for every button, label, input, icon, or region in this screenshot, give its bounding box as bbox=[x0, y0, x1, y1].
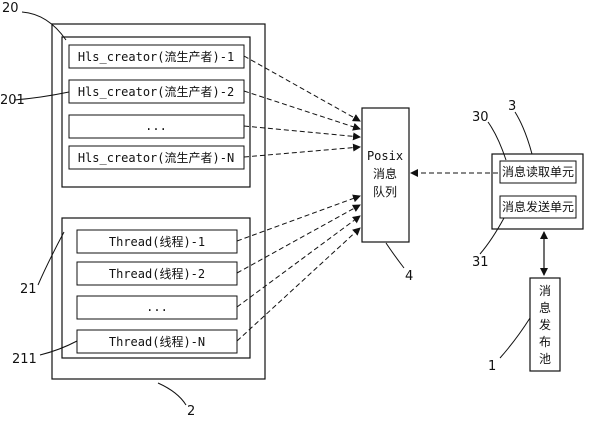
ref-21: 21 bbox=[20, 282, 37, 297]
hls-arrow-2 bbox=[243, 90, 361, 131]
leader-201 bbox=[13, 91, 70, 101]
read-unit-box bbox=[499, 160, 577, 184]
leader-30 bbox=[487, 121, 507, 161]
thread-arrow-1 bbox=[236, 194, 361, 242]
ref-4: 4 bbox=[405, 269, 413, 284]
ref-3: 3 bbox=[508, 99, 516, 114]
posix-queue-box bbox=[361, 107, 410, 243]
leader-20 bbox=[21, 11, 67, 41]
thread-arrow-3 bbox=[236, 215, 361, 308]
leader-2 bbox=[157, 382, 187, 406]
read-unit-label: 消息读取单元 bbox=[502, 164, 574, 179]
thread-item-label-1: Thread(线程)-1 bbox=[109, 234, 205, 249]
hls-item-label-2: Hls_creator(流生产者)-2 bbox=[78, 85, 234, 99]
pool-char-2: 息 bbox=[539, 300, 551, 315]
thread-item-box-3 bbox=[76, 295, 238, 320]
send-unit-label: 消息发送单元 bbox=[502, 199, 574, 214]
leader-31 bbox=[479, 217, 505, 255]
hls-arrow-3 bbox=[243, 125, 361, 141]
hls-item-label-n: Hls_creator(流生产者)-N bbox=[78, 151, 234, 165]
thread-item-ellipsis: ... bbox=[146, 300, 168, 314]
send-unit-box bbox=[499, 195, 577, 219]
thread-item-box-1 bbox=[76, 229, 238, 254]
leader-3 bbox=[514, 111, 533, 155]
hls-item-label-1: Hls_creator(流生产者)-1 bbox=[78, 50, 234, 64]
pool-char-3: 发 bbox=[539, 317, 551, 332]
posix-queue-label-3: 队列 bbox=[373, 184, 397, 199]
leader-211 bbox=[39, 340, 78, 356]
thread-item-label-2: Thread(线程)-2 bbox=[109, 266, 205, 281]
hls-item-box-n bbox=[68, 145, 245, 170]
ref-30: 30 bbox=[472, 110, 489, 125]
thread-arrow-n bbox=[236, 227, 361, 342]
thread-to-queue-arrows bbox=[236, 194, 361, 342]
leader-1 bbox=[499, 317, 531, 359]
posix-queue-label-1: Posix bbox=[367, 149, 403, 163]
posix-queue-label-2: 消息 bbox=[373, 166, 397, 181]
ref-20: 20 bbox=[2, 1, 19, 16]
hls-arrow-n bbox=[243, 143, 361, 158]
thread-item-box-2 bbox=[76, 261, 238, 286]
pool-char-4: 布 bbox=[539, 335, 551, 349]
ref-31: 31 bbox=[472, 255, 489, 270]
hls-to-queue-arrows bbox=[243, 55, 361, 158]
ref-211: 211 bbox=[12, 352, 37, 367]
pool-char-1: 消 bbox=[539, 284, 551, 298]
hls-arrow-1 bbox=[243, 55, 361, 122]
leader-lines bbox=[13, 11, 533, 406]
hls-item-ellipsis: ... bbox=[145, 119, 167, 133]
ref-2: 2 bbox=[187, 404, 195, 419]
leader-4 bbox=[385, 242, 405, 269]
thread-item-label-n: Thread(线程)-N bbox=[109, 334, 205, 349]
ref-1: 1 bbox=[488, 359, 496, 374]
publish-pool-box bbox=[529, 277, 561, 372]
pool-char-5: 池 bbox=[539, 352, 551, 366]
leader-21 bbox=[37, 231, 65, 286]
ref-201: 201 bbox=[0, 93, 25, 108]
